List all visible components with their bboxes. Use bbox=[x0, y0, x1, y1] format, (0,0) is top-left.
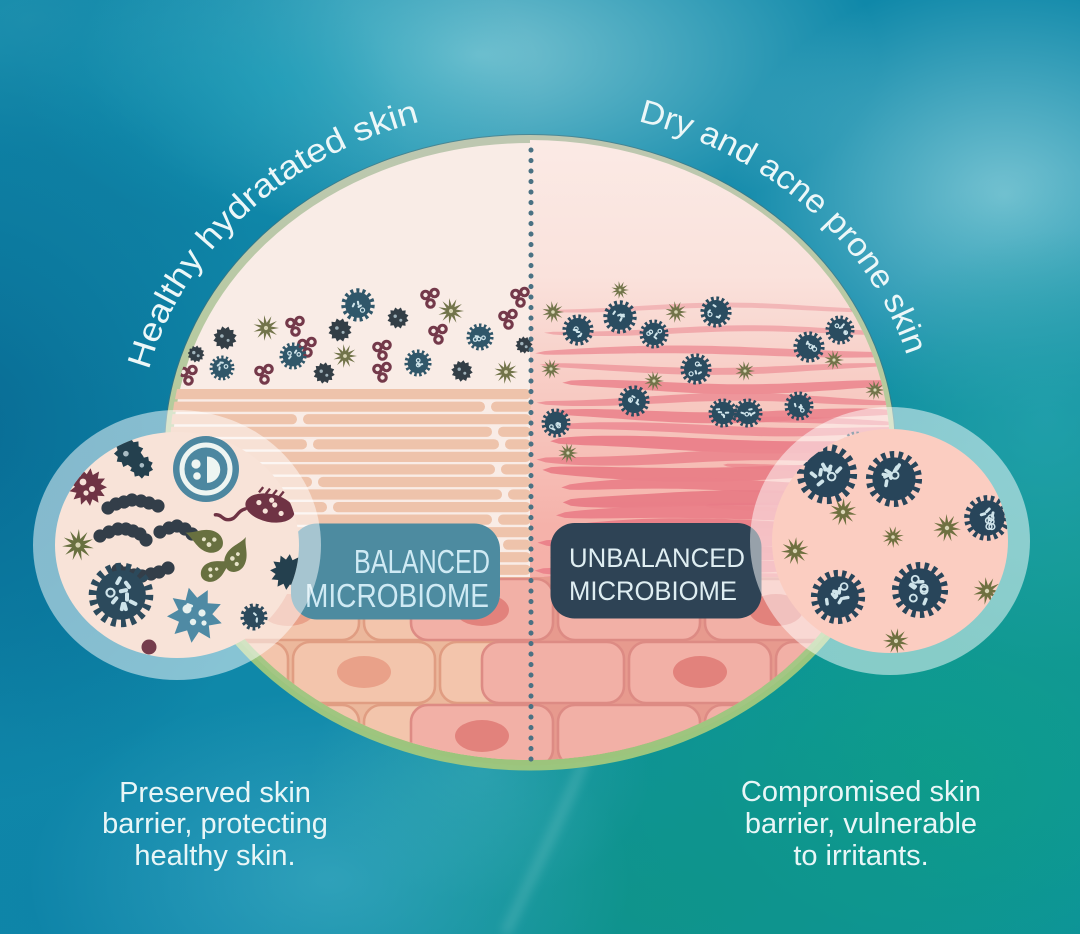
svg-text:Compromised skin: Compromised skin bbox=[741, 776, 981, 808]
svg-text:BALANCED: BALANCED bbox=[354, 543, 490, 580]
svg-text:barrier, vulnerable: barrier, vulnerable bbox=[745, 808, 977, 840]
svg-text:healthy skin.: healthy skin. bbox=[134, 840, 295, 872]
svg-text:Preserved skin: Preserved skin bbox=[119, 777, 311, 809]
svg-text:MICROBIOME: MICROBIOME bbox=[305, 577, 489, 614]
svg-text:MICROBIOME: MICROBIOME bbox=[569, 576, 737, 606]
svg-text:UNBALANCED: UNBALANCED bbox=[569, 543, 745, 573]
svg-text:to irritants.: to irritants. bbox=[793, 840, 928, 872]
svg-text:barrier, protecting: barrier, protecting bbox=[102, 808, 328, 840]
